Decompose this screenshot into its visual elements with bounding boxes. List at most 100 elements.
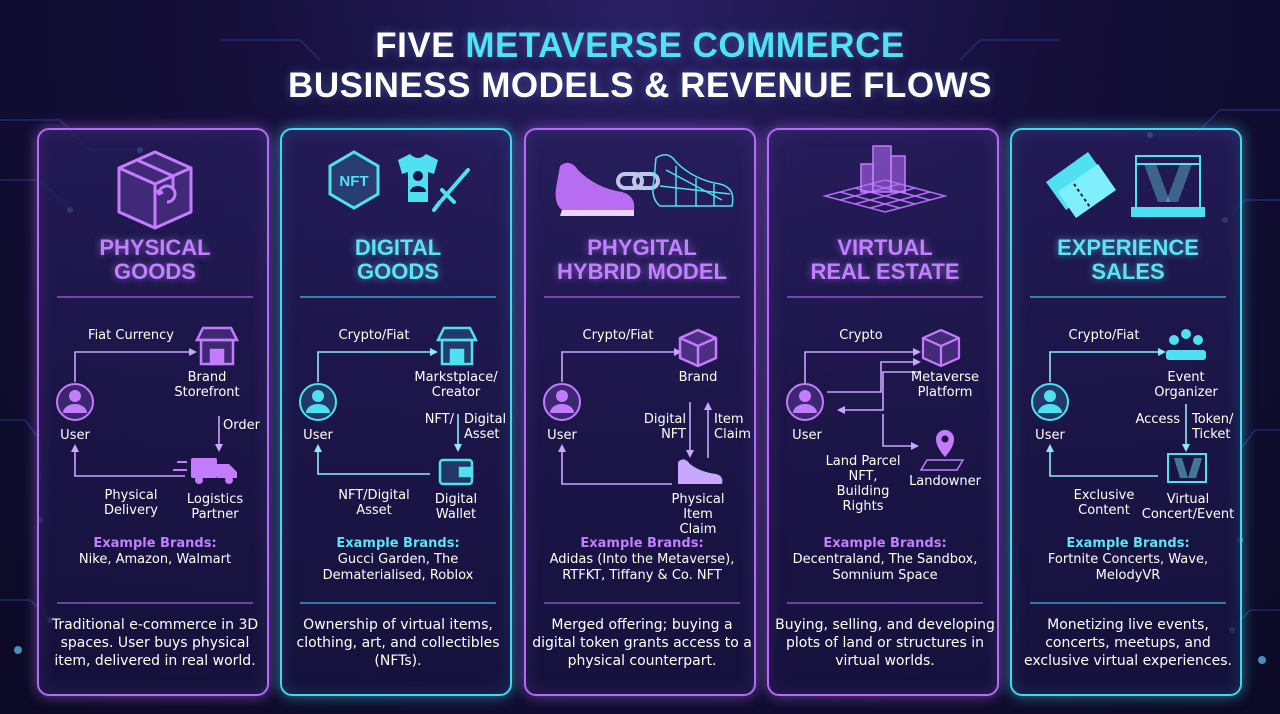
node-event-organizer: Event Organizer xyxy=(1154,370,1218,400)
node-virtual-concert-event: Virtual Concert/Event xyxy=(1141,492,1235,522)
brands-label: Example Brands: xyxy=(336,536,460,551)
node-logistics-partner: Logistics Partner xyxy=(186,492,244,522)
node-brand-storefront: Brand Storefront xyxy=(174,370,240,400)
arrow-label-payment: Crypto xyxy=(839,328,883,343)
arrow-label-digital-asset: Digital Asset xyxy=(464,412,507,442)
example-brands: Example Brands: Gucci Garden, The Demate… xyxy=(288,536,508,584)
arrow-label-token-ticket: Token/ Ticket xyxy=(1192,412,1234,442)
event-organizer-icon xyxy=(1166,329,1206,360)
arrow-label-item-claim: Item Claim xyxy=(714,412,751,442)
node-landowner: Landowner xyxy=(909,474,981,489)
panel-description: Monetizing live events, concerts, meetup… xyxy=(1024,617,1232,669)
panel-experience-sales: EXPERIENCE SALES Crypto/Fiat Event Organ… xyxy=(1010,128,1242,696)
storefront-icon xyxy=(194,326,240,366)
arrow-label-digital-nft: Digital NFT xyxy=(643,412,686,442)
digital-wallet-icon xyxy=(438,458,474,486)
panel-title: EXPERIENCE SALES xyxy=(1012,236,1244,284)
chain-link-icon xyxy=(616,172,660,190)
panel-title-line2: HYBRID MODEL xyxy=(557,259,727,284)
panel-description: Ownership of virtual items, clothing, ar… xyxy=(296,617,500,669)
example-brands: Example Brands: Decentraland, The Sandbo… xyxy=(775,536,995,584)
divider xyxy=(1030,296,1226,298)
nft-badge-icon: NFT xyxy=(328,150,380,210)
panel-title: VIRTUAL REAL ESTATE xyxy=(769,236,1001,284)
divider xyxy=(787,602,983,604)
divider xyxy=(544,296,740,298)
marketplace-store-icon xyxy=(435,326,479,366)
metaverse-platform-cube-icon xyxy=(921,328,961,368)
arrow-label-order: Order xyxy=(223,418,260,433)
user-icon xyxy=(1031,383,1069,421)
node-physical-item-claim: Physical Item Claim xyxy=(671,492,725,537)
brands-list: Decentraland, The Sandbox, Somnium Space xyxy=(792,552,978,583)
node-user: User xyxy=(547,428,577,443)
user-icon xyxy=(786,383,824,421)
tickets-icon xyxy=(1046,152,1116,218)
panel-phygital-hybrid: PHYGITAL HYBRID MODEL Crypto/Fiat Brand … xyxy=(524,128,756,696)
node-metaverse-platform: Metaverse Platform xyxy=(910,370,980,400)
example-brands: Example Brands: Nike, Amazon, Walmart xyxy=(45,536,265,568)
brands-list: Gucci Garden, The Dematerialised, Roblox xyxy=(322,552,474,583)
brands-label: Example Brands: xyxy=(823,536,947,551)
panel-4-graphics xyxy=(786,145,965,471)
arrow-label-payment: Crypto/Fiat xyxy=(582,328,654,343)
svg-text:NFT: NFT xyxy=(339,173,368,190)
brands-list: Nike, Amazon, Walmart xyxy=(78,552,232,567)
divider xyxy=(57,602,253,604)
panel-5-graphics xyxy=(1031,152,1207,483)
panel-2-graphics: NFT xyxy=(299,150,479,486)
brands-label: Example Brands: xyxy=(93,536,217,551)
physical-sneaker-icon xyxy=(555,162,635,216)
city-buildings-icon xyxy=(860,145,906,193)
location-pin-icon xyxy=(919,430,965,471)
node-marketplace-creator: Markstplace/ Creator xyxy=(414,370,498,400)
title-word-five: FIVE xyxy=(375,26,456,65)
panel-physical-goods: PHYSICAL GOODS Fiat Currency Brand Store… xyxy=(37,128,269,696)
brands-label: Example Brands: xyxy=(580,536,704,551)
arrow-label-payment: Crypto/Fiat xyxy=(338,328,410,343)
sword-icon xyxy=(432,168,470,212)
divider xyxy=(544,602,740,604)
panel-title-line1: VIRTUAL xyxy=(837,235,933,260)
sneaker-icon xyxy=(678,459,723,484)
panel-title: PHYSICAL GOODS xyxy=(39,236,271,284)
panel-title-line2: GOODS xyxy=(357,259,439,284)
package-box-icon xyxy=(117,150,193,230)
panel-title-line2: REAL ESTATE xyxy=(810,259,960,284)
panel-title-line1: PHYGITAL xyxy=(587,235,697,260)
example-brands: Example Brands: Fortnite Concerts, Wave,… xyxy=(1018,536,1238,584)
node-user: User xyxy=(1035,428,1065,443)
divider xyxy=(1030,602,1226,604)
panel-description: Traditional e-commerce in 3D spaces. Use… xyxy=(51,617,259,669)
example-brands: Example Brands: Adidas (Into the Metaver… xyxy=(532,536,752,584)
arrow-label-payment: Fiat Currency xyxy=(88,328,174,343)
tshirt-icon xyxy=(398,154,438,202)
arrow-label-land-parcel: Land Parcel NFT, Building Rights xyxy=(825,454,901,514)
delivery-truck-icon xyxy=(173,458,237,484)
node-digital-wallet: Digital Wallet xyxy=(434,492,478,522)
divider xyxy=(57,296,253,298)
panel-digital-goods: NFT DIGITAL GOODS Crypto/Fiat xyxy=(280,128,512,696)
panel-title-line1: DIGITAL xyxy=(354,235,442,260)
divider xyxy=(300,602,496,604)
user-icon xyxy=(299,383,337,421)
brands-label: Example Brands: xyxy=(1066,536,1190,551)
panel-description: Merged offering; buying a digital token … xyxy=(532,617,752,669)
virtual-concert-icon xyxy=(1167,453,1207,483)
arrow-label-payment: Crypto/Fiat xyxy=(1068,328,1140,343)
brands-list: Fortnite Concerts, Wave, MelodyVR xyxy=(1047,552,1209,583)
node-user: User xyxy=(60,428,90,443)
arrow-label-return: NFT/Digital Asset xyxy=(338,488,410,518)
concert-stage-icon xyxy=(1131,155,1205,217)
user-icon xyxy=(56,383,94,421)
node-user: User xyxy=(792,428,822,443)
panel-title: PHYGITAL HYBRID MODEL xyxy=(526,236,758,284)
arrow-label-nft: NFT/ xyxy=(424,412,454,427)
arrow-label-delivery: Physical Delivery xyxy=(104,488,158,518)
panel-title: DIGITAL GOODS xyxy=(282,236,514,284)
brands-list: Adidas (Into the Metaverse), RTFKT, Tiff… xyxy=(549,552,735,583)
panel-3-graphics xyxy=(543,154,734,485)
panel-title-line2: GOODS xyxy=(114,259,196,284)
panel-description: Buying, selling, and developing plots of… xyxy=(775,617,995,669)
panel-title-line2: SALES xyxy=(1091,259,1165,284)
